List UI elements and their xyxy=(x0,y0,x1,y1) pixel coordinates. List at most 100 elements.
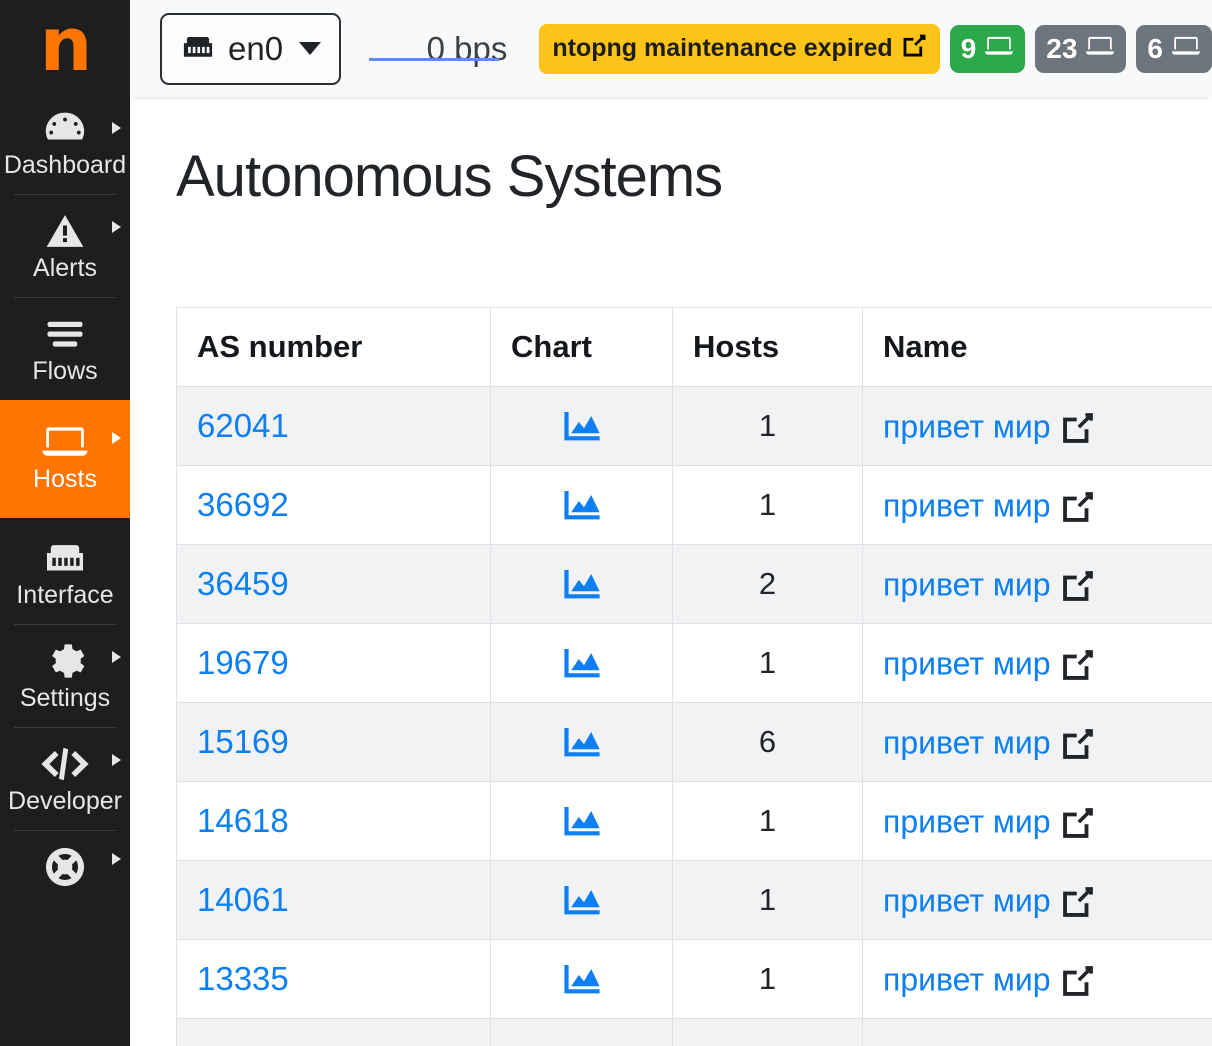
as-name-link[interactable]: привет мир xyxy=(883,961,1051,998)
cell-name xyxy=(862,1018,1212,1046)
sidebar-item-label: Developer xyxy=(8,787,122,815)
as-name-link[interactable]: привет мир xyxy=(883,645,1051,682)
badge-count: 9 xyxy=(960,32,977,64)
area-chart-icon[interactable] xyxy=(562,803,602,838)
cell-name: привет мир xyxy=(862,860,1212,940)
as-number-link[interactable]: 15169 xyxy=(197,723,289,760)
as-number-link[interactable]: 13335 xyxy=(197,960,289,997)
as-name-link[interactable]: привет мир xyxy=(883,487,1051,524)
as-number-link[interactable]: 36459 xyxy=(197,565,289,602)
sidebar-item-dashboard[interactable]: Dashboard xyxy=(0,96,130,194)
ntopng-logo[interactable]: n xyxy=(0,0,130,96)
as-number-link[interactable]: 62041 xyxy=(197,407,289,444)
chevron-right-icon xyxy=(112,432,121,444)
sidebar-item-label: Settings xyxy=(19,684,111,712)
table-row[interactable]: 14618 1 привет мир xyxy=(176,781,1212,861)
column-header-hosts[interactable]: Hosts xyxy=(672,307,863,387)
sidebar-item-flows[interactable]: Flows xyxy=(0,298,130,400)
area-chart-icon[interactable] xyxy=(562,408,602,443)
area-chart-icon[interactable] xyxy=(562,487,602,522)
table-header: AS number Chart Hosts Name xyxy=(176,307,1212,387)
column-header-chart[interactable]: Chart xyxy=(490,307,673,387)
laptop-icon xyxy=(984,33,1014,65)
cell-chart xyxy=(490,702,673,782)
as-name-link[interactable]: привет мир xyxy=(883,803,1051,840)
sidebar-divider xyxy=(14,194,116,195)
cell-chart xyxy=(490,1018,673,1046)
external-link-icon[interactable] xyxy=(1061,408,1095,443)
as-number-link[interactable]: 14618 xyxy=(197,802,289,839)
area-chart-icon[interactable] xyxy=(562,961,602,996)
cell-name: привет мир xyxy=(862,544,1212,624)
laptop-icon xyxy=(0,422,130,462)
page-title: Autonomous Systems xyxy=(176,144,723,209)
sidebar-item-label: Alerts xyxy=(33,254,97,282)
throughput-value: 0 bps xyxy=(426,29,508,67)
as-name-link[interactable]: привет мир xyxy=(883,724,1051,761)
sidebar-item-alerts[interactable]: Alerts xyxy=(0,195,130,297)
area-chart-icon[interactable] xyxy=(562,724,602,759)
sidebar-item-developer[interactable]: Developer xyxy=(0,728,130,830)
interface-name: en0 xyxy=(228,29,284,67)
chevron-right-icon xyxy=(112,221,121,233)
external-link-icon[interactable] xyxy=(1061,803,1095,838)
cell-name: привет мир xyxy=(862,386,1212,466)
external-link-icon[interactable] xyxy=(1061,724,1095,759)
as-name-link[interactable]: привет мир xyxy=(883,882,1051,919)
status-badge-total-hosts[interactable]: 23 xyxy=(1035,24,1127,73)
area-chart-icon[interactable] xyxy=(562,882,602,917)
as-name-link[interactable]: привет мир xyxy=(883,408,1051,445)
cell-as-number: 36459 xyxy=(176,544,491,624)
flows-icon xyxy=(0,314,130,354)
external-link-icon[interactable] xyxy=(1061,882,1095,917)
area-chart-icon[interactable] xyxy=(562,566,602,601)
interface-selector[interactable]: en0 xyxy=(160,12,342,85)
as-name-link[interactable]: привет мир xyxy=(883,566,1051,603)
content-area: Autonomous Systems AS number Chart Hosts… xyxy=(130,143,1212,1046)
cell-chart xyxy=(490,781,673,861)
maintenance-expired-badge[interactable]: ntopng maintenance expired xyxy=(539,23,940,74)
ethernet-icon xyxy=(180,30,216,68)
table-row[interactable]: 36692 1 привет мир xyxy=(176,465,1212,545)
warning-icon xyxy=(0,211,130,251)
status-badge-active-hosts[interactable]: 9 xyxy=(949,24,1026,73)
cell-name: привет мир xyxy=(862,623,1212,703)
maintenance-label: ntopng maintenance expired xyxy=(552,34,893,62)
external-link-icon[interactable] xyxy=(1061,961,1095,996)
cell-hosts: 1 xyxy=(672,465,863,545)
logo-letter: n xyxy=(39,2,93,88)
cell-chart xyxy=(490,465,673,545)
cell-hosts: 1 xyxy=(672,781,863,861)
area-chart-icon[interactable] xyxy=(562,645,602,680)
external-link-icon[interactable] xyxy=(1061,566,1095,601)
as-number-link[interactable]: 19679 xyxy=(197,644,289,681)
cell-hosts: 2 xyxy=(672,544,863,624)
as-number-link[interactable]: 36692 xyxy=(197,486,289,523)
external-link-icon[interactable] xyxy=(1061,487,1095,522)
column-header-as-number[interactable]: AS number xyxy=(176,307,491,387)
external-link-icon xyxy=(902,33,927,65)
table-row[interactable]: 36459 2 привет мир xyxy=(176,544,1212,624)
sidebar-item-interface[interactable]: Interface xyxy=(0,518,130,624)
status-badge-devices[interactable]: 6 xyxy=(1136,24,1212,73)
cell-name: привет мир xyxy=(862,465,1212,545)
cell-chart xyxy=(490,386,673,466)
column-header-name[interactable]: Name xyxy=(862,307,1212,387)
sidebar-item-hosts[interactable]: Hosts xyxy=(0,400,130,518)
throughput-sparkline xyxy=(369,29,500,69)
main-area: en0 0 bps ntopng maintenance expired 9 xyxy=(130,0,1212,1046)
external-link-icon[interactable] xyxy=(1061,645,1095,680)
chevron-right-icon xyxy=(112,754,121,766)
cell-chart xyxy=(490,939,673,1019)
sidebar-item-help[interactable] xyxy=(0,831,130,901)
as-number-link[interactable]: 14061 xyxy=(197,881,289,918)
table-row[interactable] xyxy=(176,1018,1212,1046)
gear-icon xyxy=(0,641,130,681)
chevron-right-icon xyxy=(112,651,121,663)
sidebar-item-settings[interactable]: Settings xyxy=(0,625,130,727)
